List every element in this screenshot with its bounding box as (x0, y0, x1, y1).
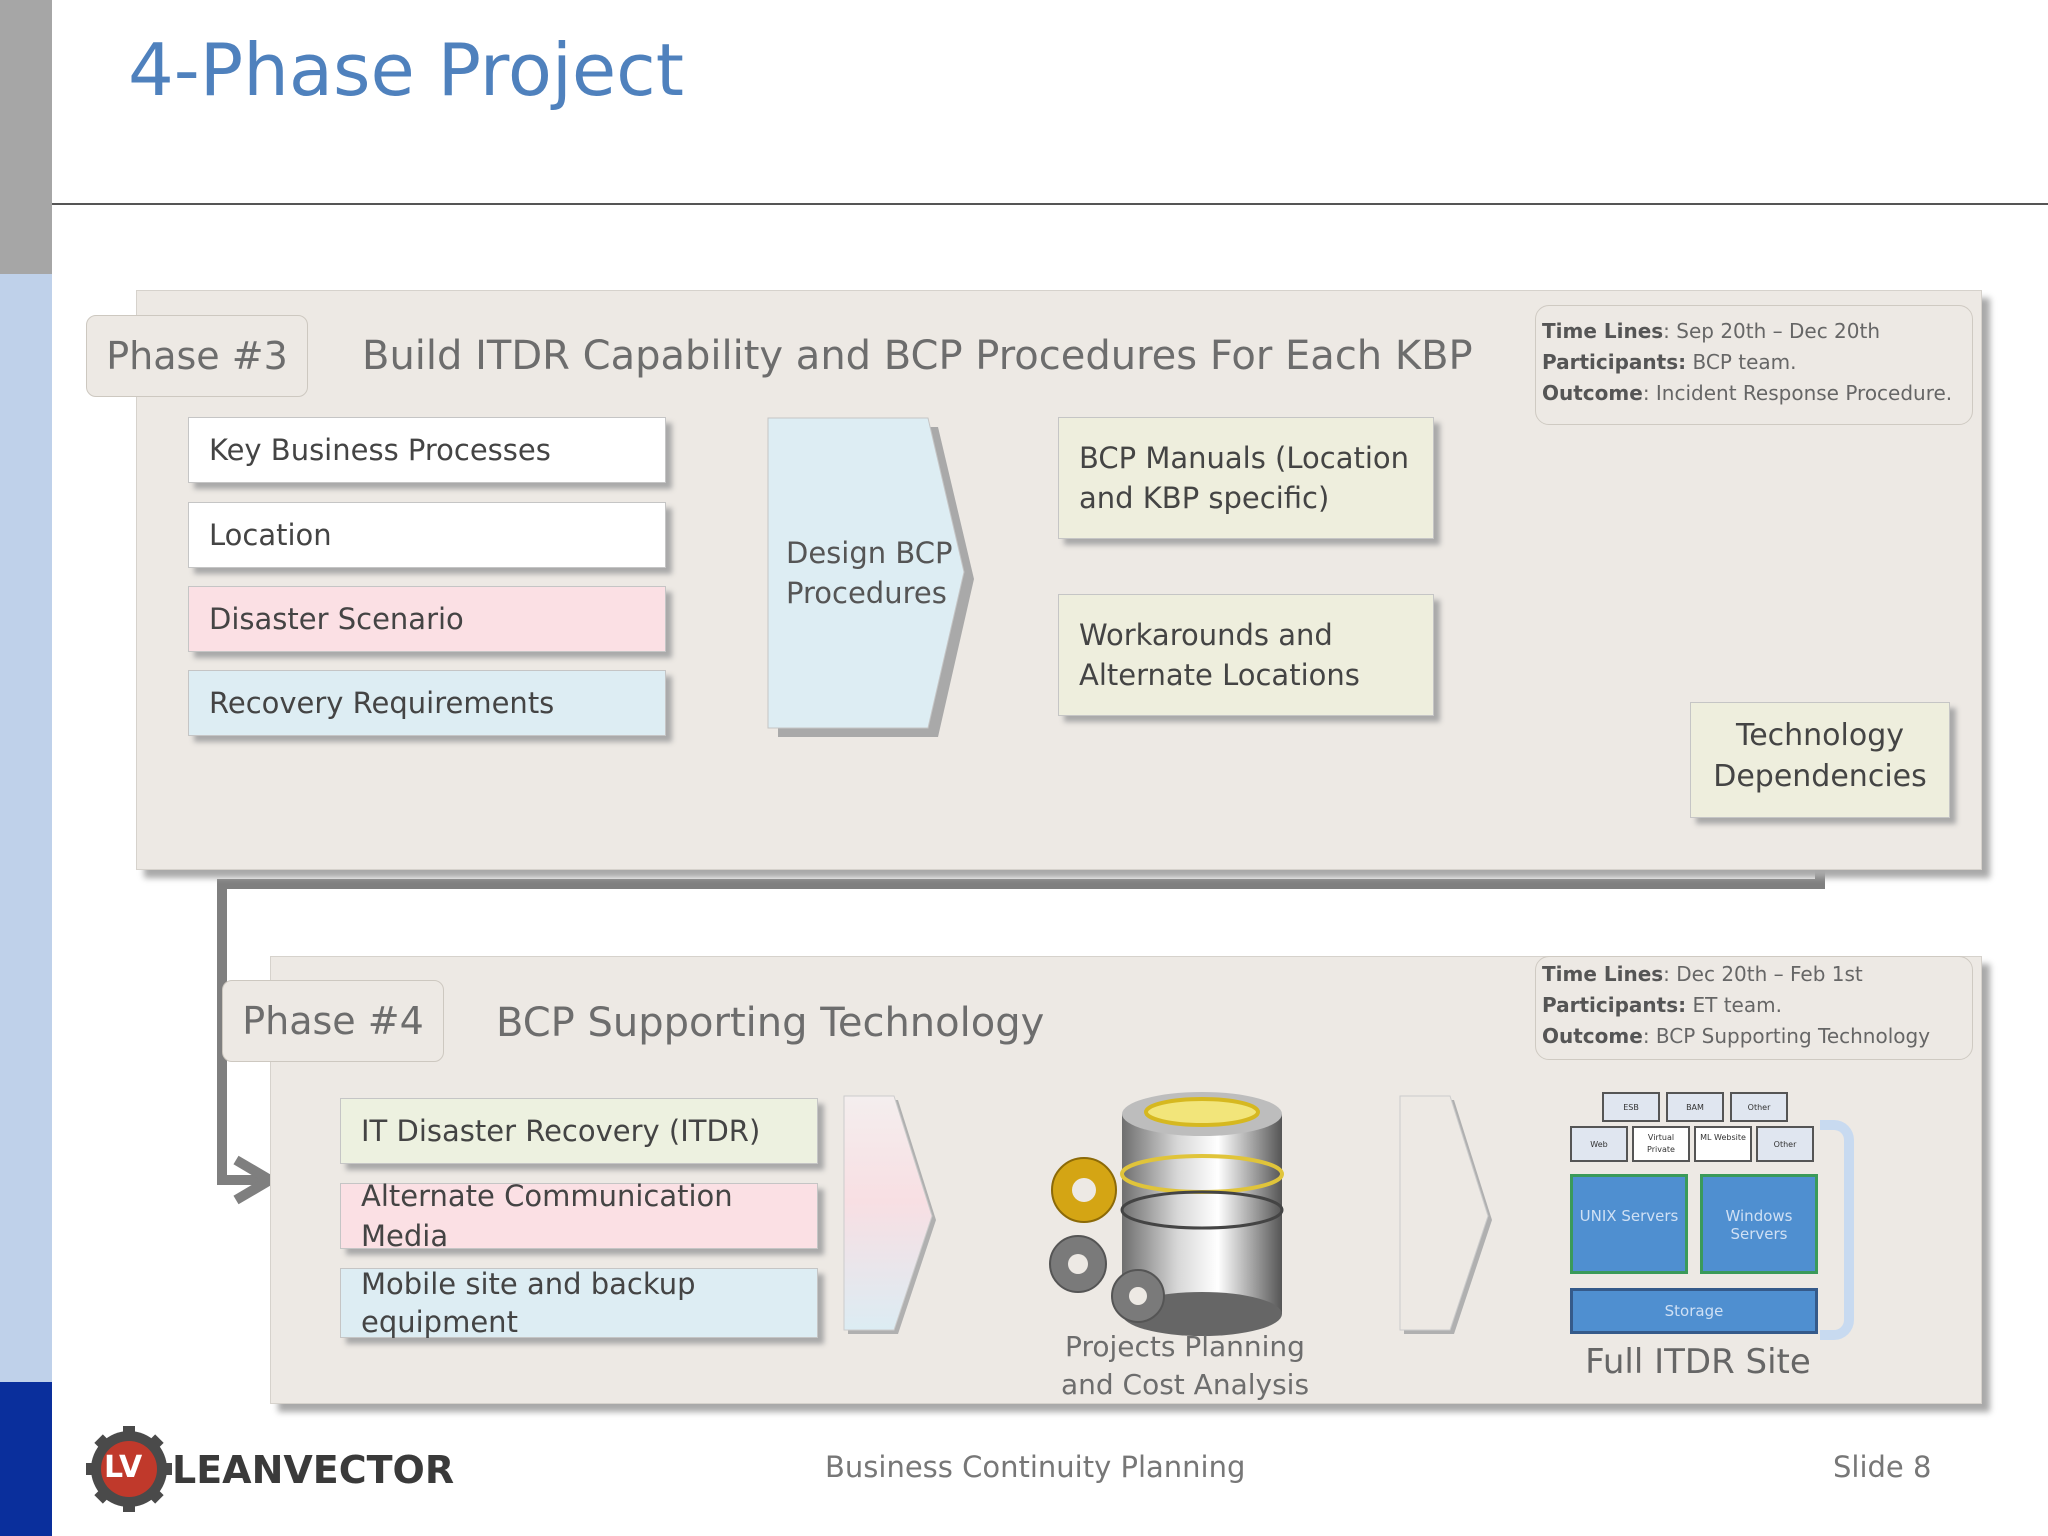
participants-value: ET team. (1686, 993, 1782, 1017)
phase4-chevron-2 (1399, 1095, 1492, 1334)
left-strip-middle (0, 274, 52, 1382)
logo-wordmark: LEANVECTOR (172, 1448, 455, 1492)
site-box-other-second: Other (1756, 1126, 1814, 1162)
output-workarounds: Workarounds and Alternate Locations (1058, 594, 1434, 716)
site-box-windows: Windows Servers (1700, 1174, 1818, 1274)
participants-value: BCP team. (1686, 350, 1797, 374)
phase3-title: Build ITDR Capability and BCP Procedures… (362, 333, 1473, 379)
design-process-chevron (767, 417, 974, 737)
input-key-business-processes: Key Business Processes (188, 417, 666, 483)
slide-title: 4-Phase Project (128, 28, 684, 112)
timeline-label: Time Lines (1542, 319, 1664, 343)
input-itdr: IT Disaster Recovery (ITDR) (340, 1098, 818, 1164)
output-bcp-manuals: BCP Manuals (Location and KBP specific) (1058, 417, 1434, 539)
phase4-info-box: Time Lines: Dec 20th – Feb 1st Participa… (1535, 956, 1973, 1060)
input-mobile-site: Mobile site and backup equipment (340, 1267, 818, 1339)
site-box-esb: ESB (1602, 1092, 1660, 1122)
phase4-tag: Phase #4 (222, 980, 444, 1062)
phase4-title: BCP Supporting Technology (496, 1000, 1045, 1046)
site-box-storage: Storage (1570, 1288, 1818, 1334)
outcome-label: Outcome (1542, 381, 1643, 405)
input-recovery-requirements: Recovery Requirements (188, 670, 666, 736)
design-process-label: Design BCP Procedures (786, 533, 956, 613)
input-location: Location (188, 502, 666, 568)
participants-label: Participants: (1542, 350, 1687, 374)
site-box-ml-website: ML Website (1694, 1126, 1752, 1162)
input-alternate-communication: Alternate Communication Media (340, 1179, 818, 1253)
outcome-label: Outcome (1542, 1024, 1643, 1048)
phase3-tag: Phase #3 (86, 315, 308, 397)
logo-initials: LV (104, 1450, 143, 1485)
itdr-site-diagram: ESB BAM Other Web Virtual Private ML Web… (1566, 1090, 1866, 1340)
site-box-other-top: Other (1730, 1092, 1788, 1122)
planning-caption: Projects Planning and Cost Analysis (1060, 1330, 1310, 1401)
outcome-value: : BCP Supporting Technology (1642, 1024, 1931, 1048)
input-disaster-scenario: Disaster Scenario (188, 586, 666, 652)
participants-label: Participants: (1542, 993, 1687, 1017)
site-box-web: Web (1570, 1126, 1628, 1162)
outcome-value: : Incident Response Procedure. (1642, 381, 1953, 405)
left-strip-top (0, 0, 52, 274)
database-gears-icon (1049, 1092, 1284, 1336)
site-connector (1820, 1120, 1854, 1340)
left-strip-bottom (0, 1382, 52, 1536)
timeline-value: : Sep 20th – Dec 20th (1663, 319, 1881, 343)
phase3-info-box: Time Lines: Sep 20th – Dec 20th Particip… (1535, 305, 1973, 425)
design-process-text: Design BCP Procedures (786, 536, 953, 610)
technology-dependencies-box: Technology Dependencies (1690, 702, 1950, 818)
timeline-value: : Dec 20th – Feb 1st (1663, 962, 1863, 986)
phase4-chevron-1 (843, 1095, 936, 1334)
site-box-unix: UNIX Servers (1570, 1174, 1688, 1274)
footer-title: Business Continuity Planning (825, 1450, 1246, 1484)
slide-number: Slide 8 (1833, 1450, 1932, 1484)
site-box-virtual-private: Virtual Private (1632, 1126, 1690, 1162)
site-box-bam: BAM (1666, 1092, 1724, 1122)
site-caption: Full ITDR Site (1585, 1342, 1811, 1382)
logo-gear-icon (86, 1426, 172, 1512)
timeline-label: Time Lines (1542, 962, 1664, 986)
title-divider (52, 203, 2048, 205)
